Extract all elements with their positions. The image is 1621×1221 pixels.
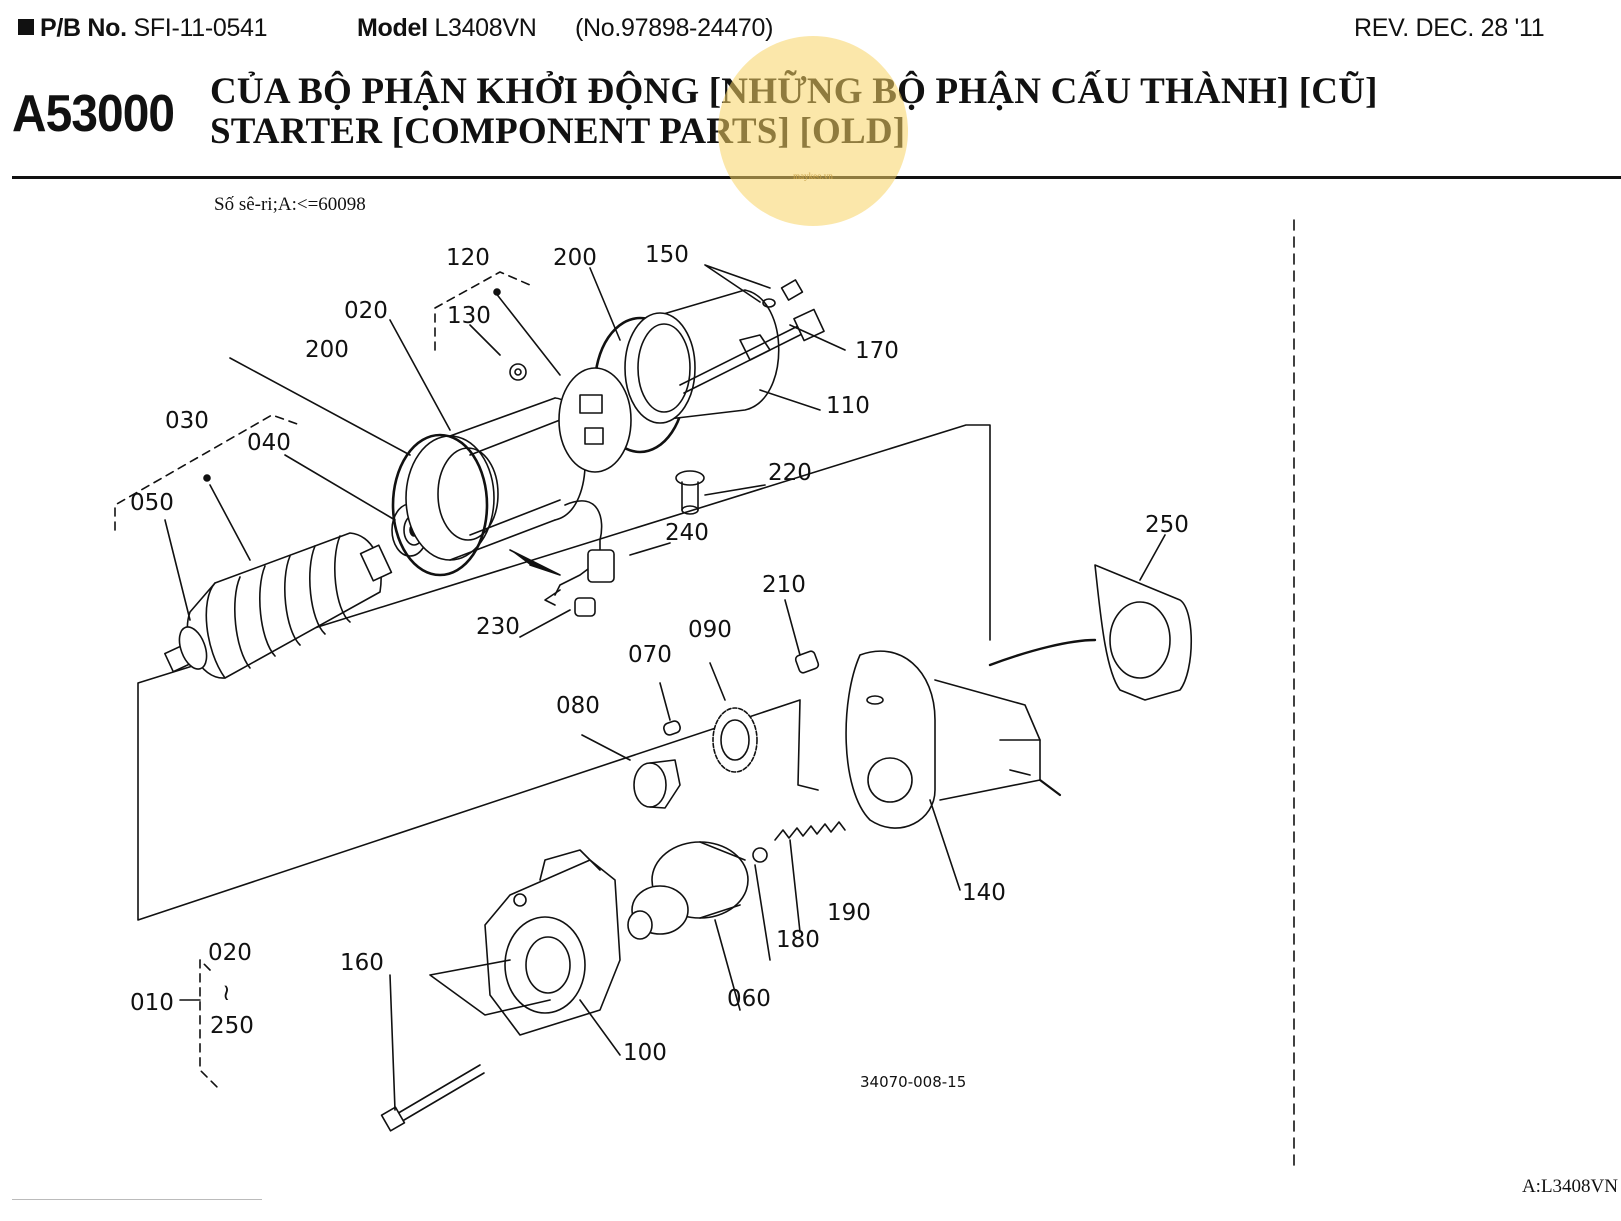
pb-value: SFI-11-0541 bbox=[133, 14, 268, 42]
part-label-250: 250 bbox=[1145, 512, 1189, 538]
group-dot-030 bbox=[203, 474, 211, 482]
part-label-040: 040 bbox=[247, 430, 291, 456]
rear-cover-part bbox=[624, 289, 780, 424]
part-label-150: 150 bbox=[645, 242, 689, 268]
part-label-020-range: 020 bbox=[208, 940, 252, 966]
part-label-030: 030 bbox=[165, 408, 209, 434]
pin-part bbox=[663, 720, 681, 736]
part-label-060: 060 bbox=[727, 986, 771, 1012]
model-number: (No.97898-24470) bbox=[575, 14, 774, 42]
part-label-110: 110 bbox=[826, 393, 870, 419]
pb-label: P/B No. bbox=[40, 14, 127, 42]
part-label-200-left: 200 bbox=[305, 337, 349, 363]
range-tilde: ≀ bbox=[222, 980, 231, 1006]
model-label: Model bbox=[357, 14, 428, 42]
arrow-marker bbox=[509, 549, 561, 576]
part-label-170: 170 bbox=[855, 338, 899, 364]
serial-note: Số sê-ri;A:<=60098 bbox=[214, 194, 366, 215]
part-label-050: 050 bbox=[130, 490, 174, 516]
pb-number: P/B No. SFI-11-0541 bbox=[18, 14, 268, 43]
idle-gear-part bbox=[712, 707, 758, 773]
square-bullet-icon bbox=[18, 19, 34, 35]
part-label-090: 090 bbox=[688, 617, 732, 643]
part-label-140: 140 bbox=[962, 880, 1006, 906]
part-label-100: 100 bbox=[623, 1040, 667, 1066]
bolt-part bbox=[675, 470, 705, 515]
group-bracket-030 bbox=[114, 414, 301, 531]
part-label-190: 190 bbox=[827, 900, 871, 926]
section-code: A53000 bbox=[12, 85, 175, 143]
drawing-number: 34070-008-15 bbox=[860, 1073, 966, 1091]
through-bolt-part bbox=[679, 308, 825, 394]
part-label-250-range: 250 bbox=[210, 1013, 254, 1039]
part-label-180: 180 bbox=[776, 927, 820, 953]
part-label-130: 130 bbox=[447, 303, 491, 329]
group-dot-120 bbox=[493, 288, 501, 296]
footer-model-ref: A:L3408VN bbox=[1521, 1176, 1618, 1197]
part-label-240: 240 bbox=[665, 520, 709, 546]
group-bracket-010 bbox=[199, 959, 221, 1091]
front-housing-part bbox=[484, 849, 621, 1036]
retainer-part bbox=[633, 759, 681, 809]
nut-part bbox=[794, 650, 820, 674]
ball-part bbox=[752, 847, 768, 863]
screw-washer-part bbox=[762, 279, 804, 308]
assembly-boundary bbox=[137, 424, 991, 921]
gasket-part bbox=[988, 564, 1192, 701]
magnetic-switch-part bbox=[845, 650, 1062, 829]
lead-wire-part bbox=[544, 500, 615, 617]
part-label-230: 230 bbox=[476, 614, 520, 640]
footer-rule bbox=[12, 1199, 262, 1200]
part-label-200-top: 200 bbox=[553, 245, 597, 271]
model-value: L3408VN bbox=[434, 14, 537, 42]
part-label-020: 020 bbox=[344, 298, 388, 324]
revision-date: REV. DEC. 28 '11 bbox=[1354, 14, 1545, 42]
part-label-070: 070 bbox=[628, 642, 672, 668]
watermark-logo: maykeo.vn bbox=[718, 36, 908, 226]
watermark-text: maykeo.vn bbox=[793, 171, 833, 181]
brush-holder-part bbox=[509, 363, 632, 473]
part-label-010: 010 bbox=[130, 990, 174, 1016]
armature-part bbox=[164, 532, 393, 679]
group-bracket-120 bbox=[434, 271, 531, 351]
part-label-210: 210 bbox=[762, 572, 806, 598]
o-ring-front bbox=[391, 433, 489, 577]
housing-bolt-part bbox=[380, 1064, 485, 1132]
part-label-120: 120 bbox=[446, 245, 490, 271]
clutch-part bbox=[627, 841, 749, 940]
part-label-160: 160 bbox=[340, 950, 384, 976]
model-info: Model L3408VN bbox=[357, 14, 537, 43]
spring-part bbox=[774, 821, 846, 841]
part-label-080: 080 bbox=[556, 693, 600, 719]
part-label-220: 220 bbox=[768, 460, 812, 486]
